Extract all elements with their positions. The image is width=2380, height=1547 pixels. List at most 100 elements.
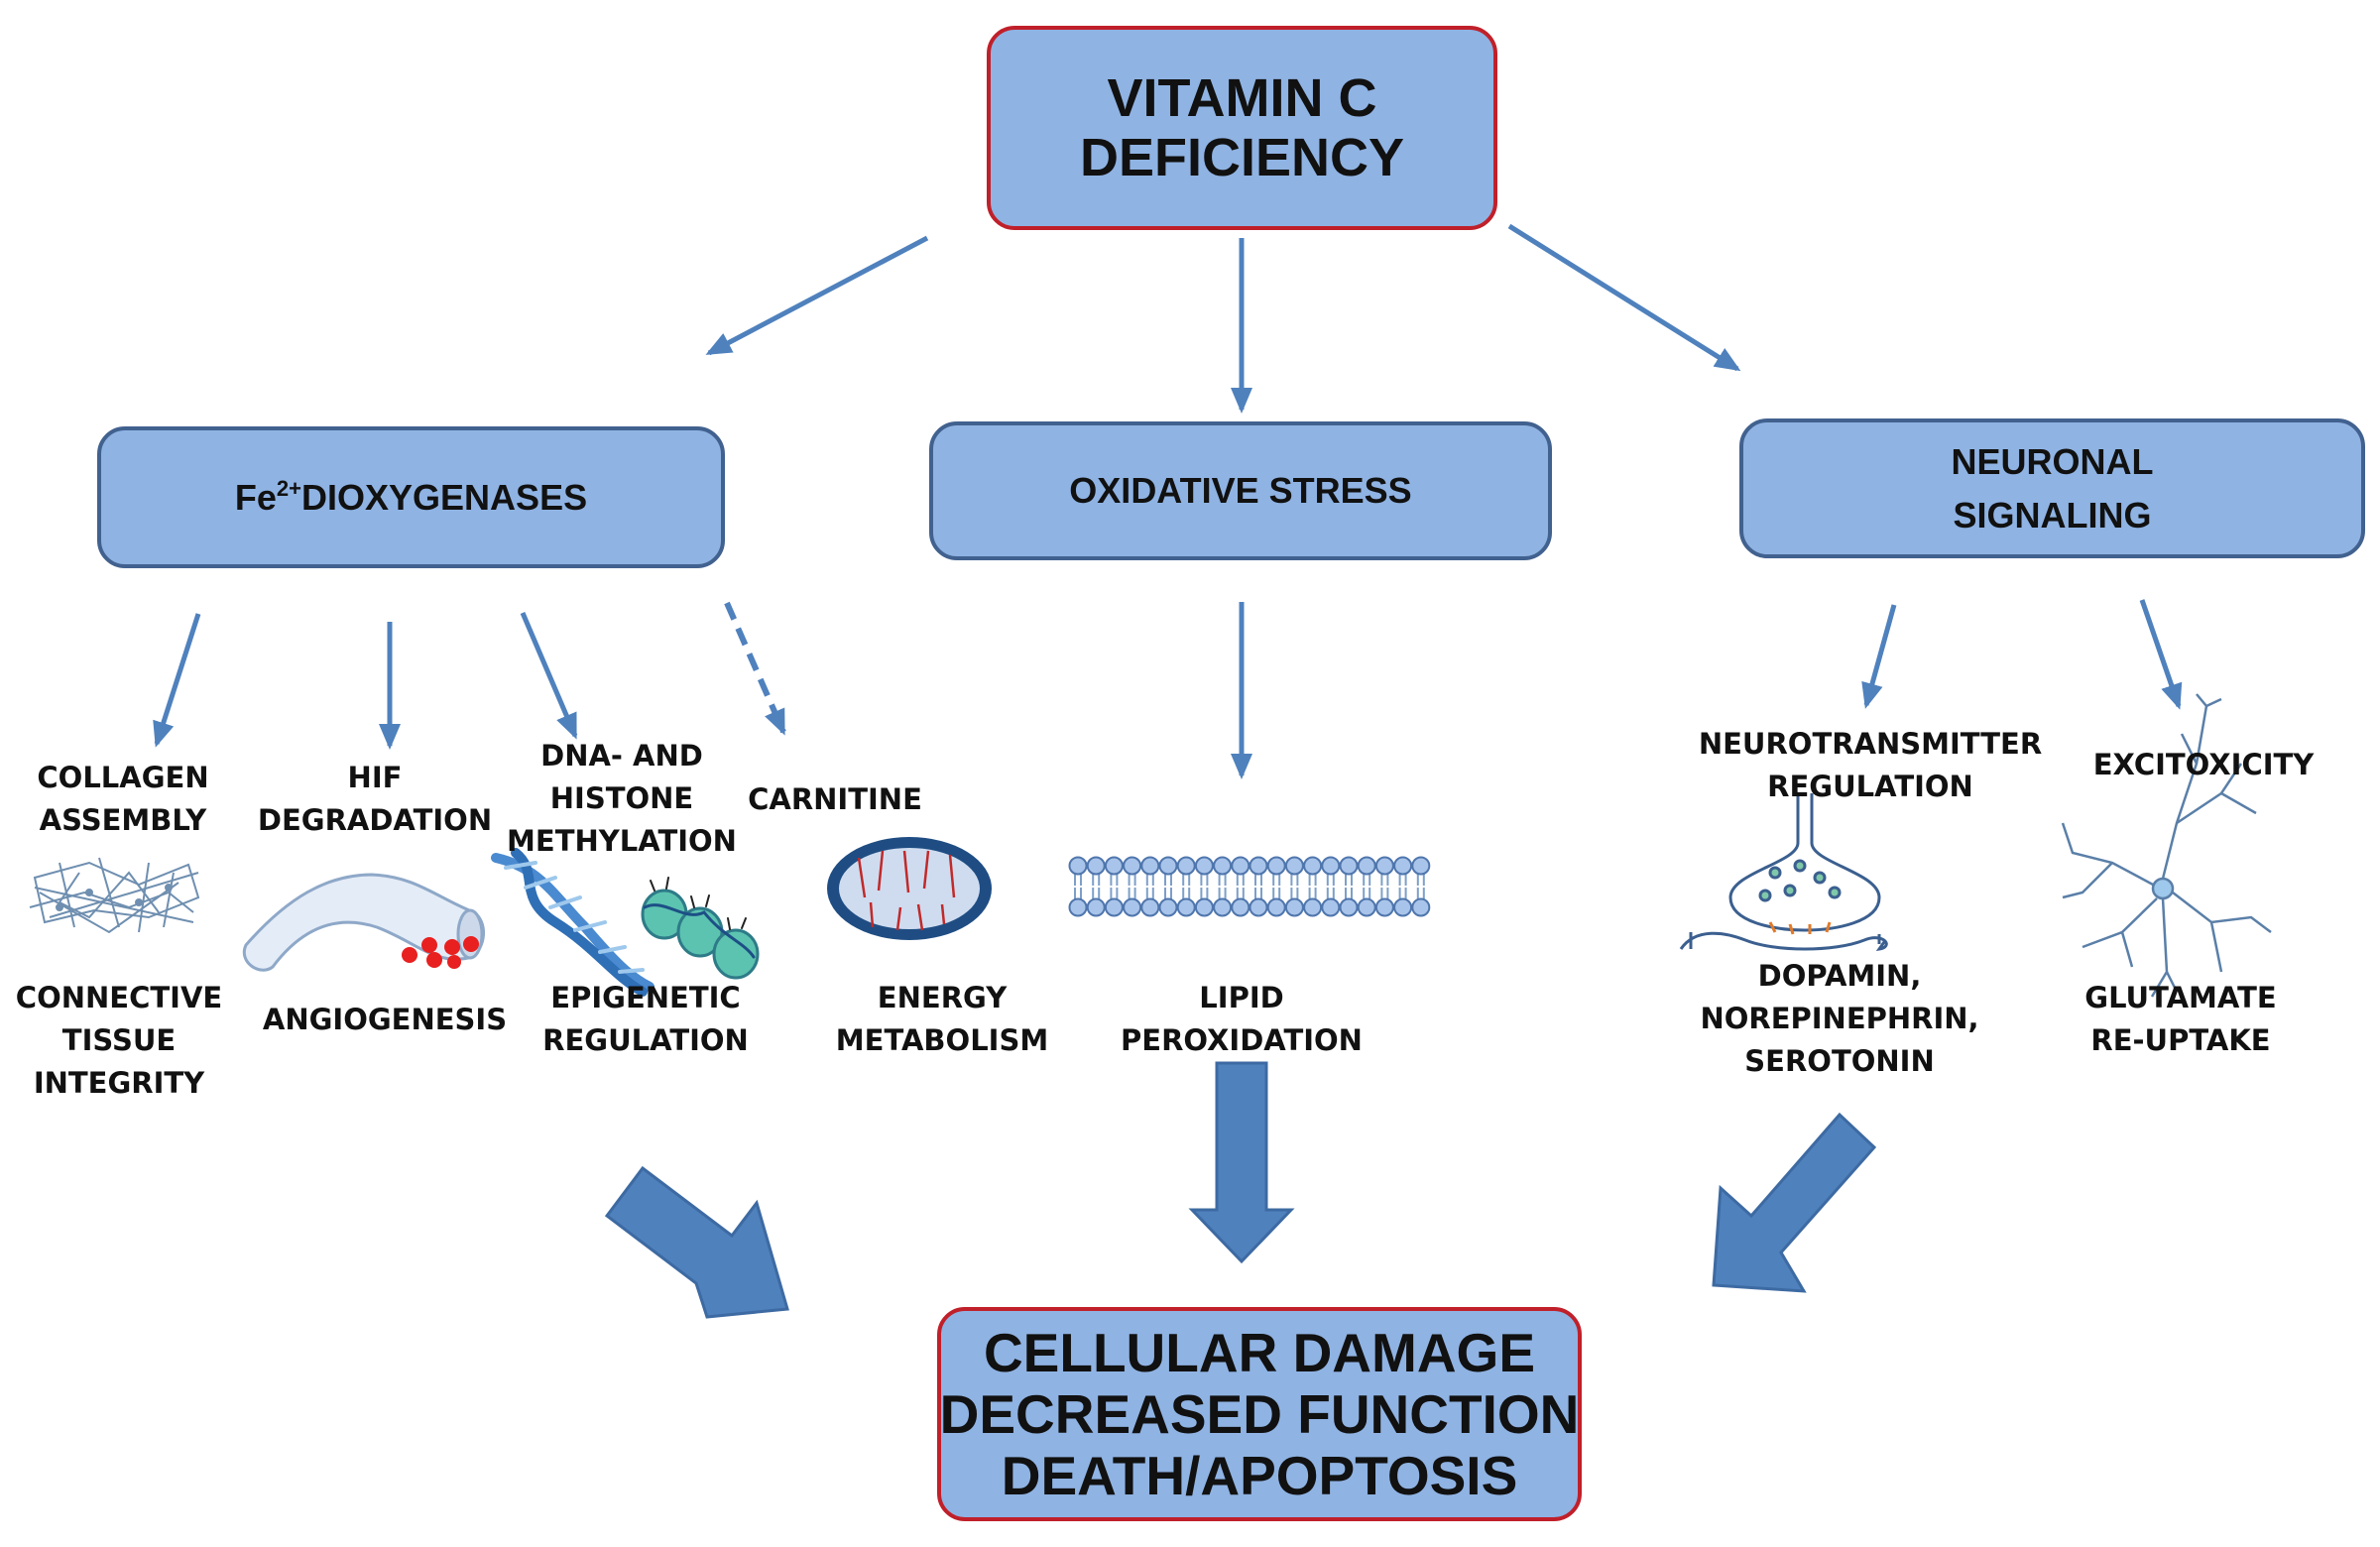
lipid-head [1158, 897, 1178, 917]
lipid-head [1249, 897, 1268, 917]
lipid-tail [1092, 873, 1101, 886]
epigenetic-regulation-label: EPIGENETIC REGULATION [542, 977, 749, 1062]
lipid-head [1393, 897, 1413, 917]
lipid-tail [1416, 873, 1425, 886]
lipid-tail [1110, 888, 1119, 900]
lipid-head [1194, 856, 1214, 876]
lipid-bilayer-icon [1068, 856, 1431, 917]
arrow-to-neurotransmitter [1861, 604, 1897, 709]
dioxygenases-box: Fe2+DIOXYGENASES [97, 426, 725, 568]
lipid-tail [1218, 888, 1227, 900]
lipid-head [1411, 897, 1431, 917]
lipid-head [1284, 897, 1304, 917]
vitamin-c-deficiency-line-1: VITAMIN C [1107, 68, 1377, 128]
lipid-head [1086, 897, 1106, 917]
synapse-icon [1679, 793, 1888, 951]
lipid-head [1158, 856, 1178, 876]
lipid-tail [1236, 888, 1245, 900]
angiogenesis-label: ANGIOGENESIS [263, 999, 507, 1041]
lipid-head [1086, 856, 1106, 876]
dioxygenases-label: DIOXYGENASES [301, 476, 588, 518]
lipid-bottom-line-2: PEROXIDATION [1121, 1023, 1363, 1057]
neurotransmitter-bottom-line-3: SEROTONIN [1744, 1044, 1935, 1078]
methylation-label: DNA- AND HISTONE METHYLATION [507, 735, 737, 863]
excitotoxicity-top-line-1: EXCITOXICITY [2092, 748, 2315, 781]
excitotoxicity-label: EXCITOXICITY [2093, 744, 2315, 786]
lipid-tail [1308, 873, 1317, 886]
lipid-head [1321, 856, 1341, 876]
lipid-head [1231, 897, 1250, 917]
lipid-head [1411, 856, 1431, 876]
carnitine-bottom-line-2: METABOLISM [835, 1023, 1049, 1057]
lipid-tail [1145, 888, 1154, 900]
blood-vessel-icon [242, 873, 485, 972]
lipid-head [1339, 897, 1359, 917]
outcome-line-1: CELLULAR DAMAGE [983, 1322, 1536, 1383]
methylation-top-line-2: HISTONE [549, 781, 694, 815]
lipid-tail [1345, 888, 1353, 900]
lipid-head [1249, 856, 1268, 876]
neurotransmitter-top-line-2: REGULATION [1767, 770, 1973, 803]
lipid-peroxidation-label: LIPID PEROXIDATION [1121, 977, 1363, 1062]
excitotoxicity-bottom-line-2: RE-UPTAKE [2090, 1023, 2271, 1057]
lipid-tail [1380, 888, 1389, 900]
lipid-tail [1200, 888, 1209, 900]
lipid-head [1266, 897, 1286, 917]
oxidative-stress-box: OXIDATIVE STRESS [929, 421, 1552, 560]
lipid-tail [1290, 888, 1299, 900]
lipid-tail [1345, 873, 1353, 886]
lipid-head [1104, 897, 1124, 917]
energy-metabolism-label: ENERGY METABOLISM [836, 977, 1048, 1062]
lipid-head [1357, 897, 1376, 917]
neurotransmitter-top-line-1: NEUROTRANSMITTER [1698, 727, 2043, 761]
lipid-head [1176, 856, 1196, 876]
glutamate-reuptake-label: GLUTAMATE RE-UPTAKE [2084, 977, 2276, 1062]
methylation-bottom-line-1: EPIGENETIC [550, 981, 741, 1014]
lipid-tail [1363, 888, 1371, 900]
lipid-tail [1254, 873, 1262, 886]
lipid-head [1140, 856, 1160, 876]
block-arrow-left [604, 1165, 789, 1319]
lipid-head [1213, 856, 1233, 876]
lipid-tail [1272, 873, 1281, 886]
lipid-tail [1200, 873, 1209, 886]
lipid-tail [1308, 888, 1317, 900]
arrow-to-neuronal-signaling [1507, 223, 1741, 372]
neuronal-signaling-box: NEURONAL SIGNALING [1739, 418, 2365, 558]
hif-top-line-1: HIF [347, 761, 403, 794]
arrow-to-dioxygenases [705, 235, 929, 356]
vitamin-c-deficiency-line-2: DEFICIENCY [1079, 128, 1405, 187]
collagen-bottom-line-1: CONNECTIVE [15, 981, 223, 1014]
lipid-tail [1145, 873, 1154, 886]
hif-top-line-2: DEGRADATION [257, 803, 493, 837]
neuron-icon [2061, 693, 2272, 998]
lipid-tail [1254, 888, 1262, 900]
lipid-head [1303, 856, 1323, 876]
lipid-bottom-line-1: LIPID [1199, 981, 1284, 1014]
lipid-head [1123, 897, 1142, 917]
arrow-to-excitotoxicity [2139, 599, 2183, 710]
outcome-line-3: DEATH/APOPTOSIS [1001, 1445, 1518, 1506]
lipid-tail [1290, 873, 1299, 886]
arrow-to-methylation [520, 612, 578, 740]
methylation-top-line-1: DNA- AND [540, 739, 703, 773]
lipid-tail [1182, 888, 1191, 900]
dioxygenases-superscript: 2+ [276, 475, 302, 501]
lipid-head [1068, 897, 1088, 917]
carnitine-top-line-1: CARNITINE [748, 782, 922, 816]
methylation-bottom-line-2: REGULATION [542, 1023, 749, 1057]
collagen-top-line-1: COLLAGEN [37, 761, 209, 794]
arrow-to-carnitine [724, 601, 786, 736]
lipid-tail [1092, 888, 1101, 900]
lipid-head [1123, 856, 1142, 876]
hif-degradation-label: HIF DEGRADATION [258, 757, 492, 842]
dioxygenases-prefix: Fe [234, 476, 277, 518]
block-arrow-center [1188, 1061, 1295, 1264]
lipid-tail [1218, 873, 1227, 886]
lipid-head [1357, 856, 1376, 876]
lipid-head [1213, 897, 1233, 917]
neuronal-signaling-line-1: NEURONAL [1951, 440, 2154, 482]
neurotransmitter-bottom-line-2: NOREPINEPHRIN, [1700, 1002, 1979, 1035]
lipid-tail [1110, 873, 1119, 886]
